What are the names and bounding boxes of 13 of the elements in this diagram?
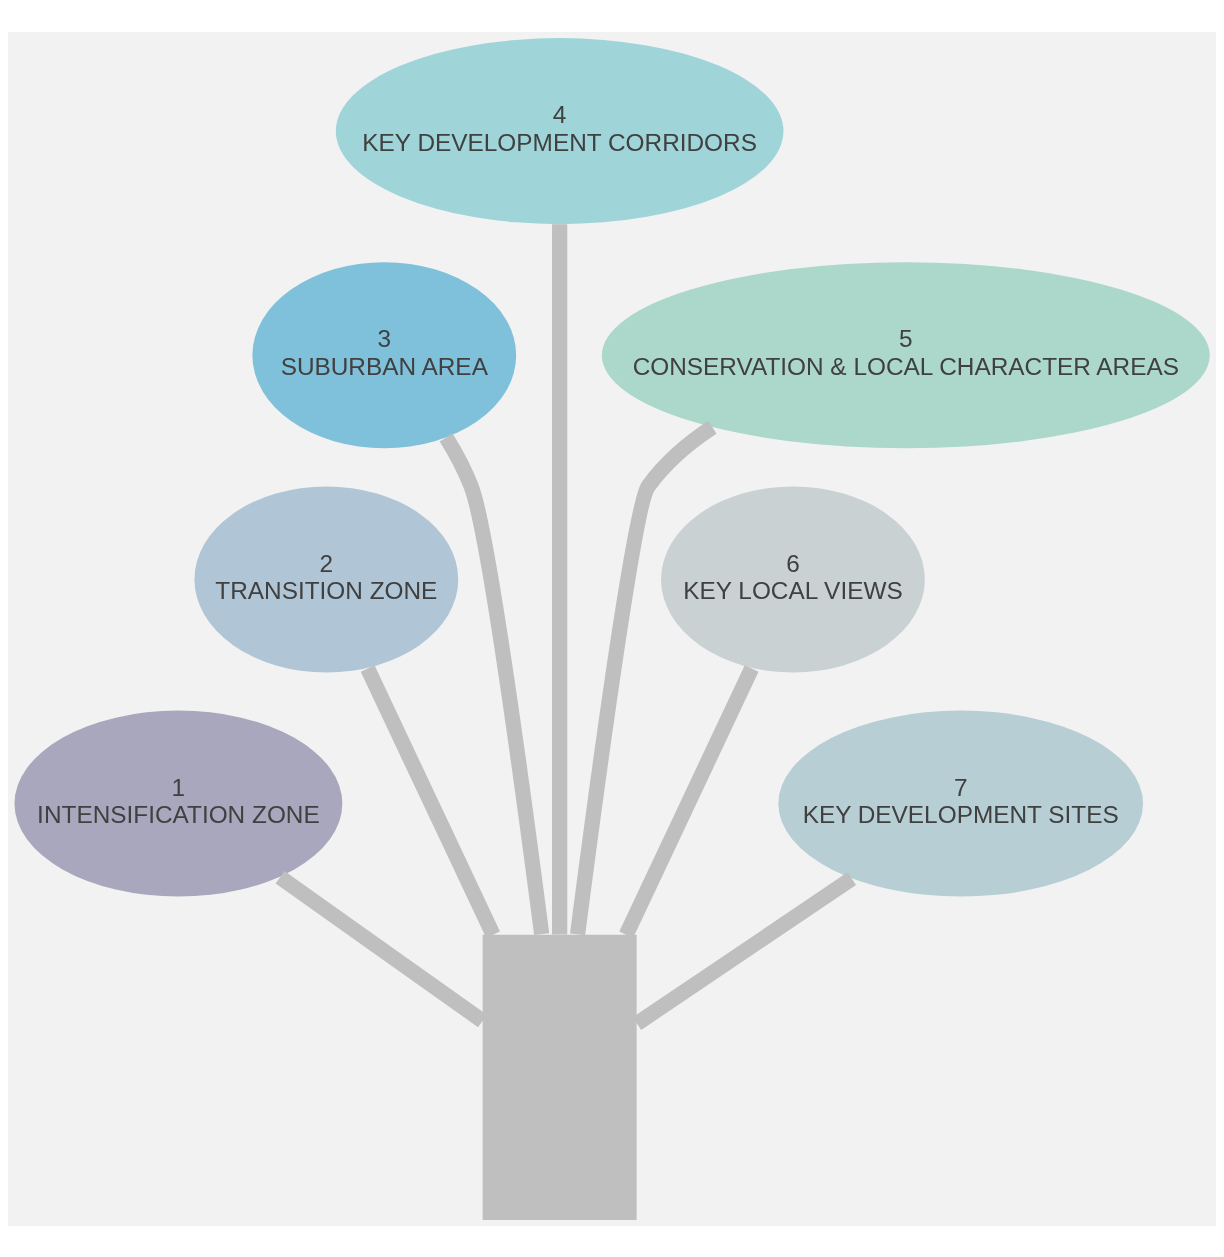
node-ellipse: 6 KEY LOCAL VIEWS	[661, 485, 925, 672]
connector	[360, 664, 500, 938]
node-ellipse: 7 KEY DEVELOPMENT SITES	[778, 710, 1144, 897]
node-ellipse: 4 KEY DEVELOPMENT CORRIDORS	[335, 37, 784, 224]
node-ellipse: 1 INTENSIFICATION ZONE	[14, 710, 343, 897]
node-ellipse: 2 TRANSITION ZONE	[194, 485, 459, 672]
connector	[619, 664, 759, 938]
connector	[570, 420, 717, 935]
node-box	[482, 934, 637, 1220]
connector	[439, 433, 550, 935]
node-ellipse: 5 CONSERVATION & LOCAL CHARACTER AREAS	[601, 261, 1210, 448]
connector	[552, 223, 568, 935]
node-ellipse: 3 SUBURBAN AREA	[252, 261, 517, 448]
